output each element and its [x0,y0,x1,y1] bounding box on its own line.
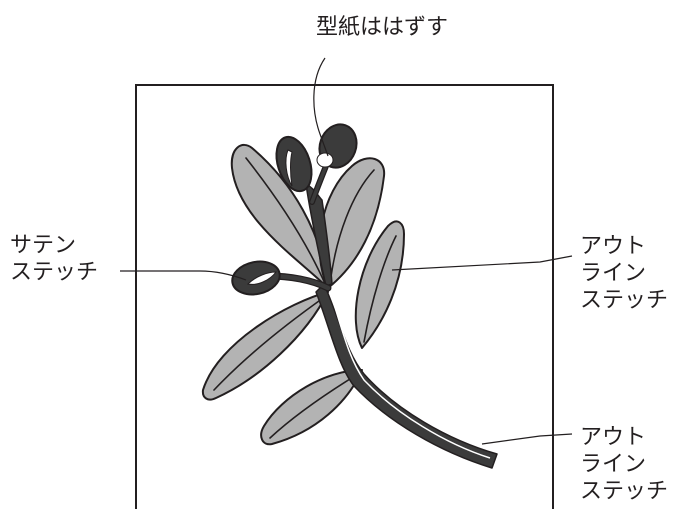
label-line: ライン [580,261,647,286]
leader-outline-lower [481,433,573,445]
label-line: アウト [580,234,647,259]
vein [329,169,375,285]
leaf-upper-left [230,143,329,289]
label-remove-paper: 型紙ははずす [316,15,449,40]
label-line: ライン [580,452,647,477]
berry-highlight [316,152,334,168]
leader-outline-upper [391,255,573,271]
main-stem [315,283,498,469]
vein [245,157,327,287]
stem-highlight [333,303,491,459]
leaf-lower-left [201,291,329,401]
leader-lines [120,57,573,445]
vein [213,295,327,391]
berry-stem-top-inner [310,164,328,204]
label-line: サテン [10,233,77,258]
leader-remove-paper [313,57,329,157]
berry-highlight [246,271,278,285]
leader-satin [120,270,247,281]
label-satin-stitch: サテン ステッチ [10,232,98,286]
leaf-veins [213,157,397,439]
leaves [201,143,405,446]
vein [363,235,397,343]
berry-highlight [285,149,293,187]
leaf-bottom [260,369,363,446]
berries [231,123,358,296]
label-line: ステッチ [580,288,669,313]
label-line: アウト [580,425,647,450]
label-outline-stitch-lower: アウト ライン ステッチ [580,424,668,505]
fabric-frame [135,84,554,509]
label-line: ステッチ [580,479,669,504]
label-outline-stitch-upper: アウト ライン ステッチ [580,233,668,314]
label-line: ステッチ [10,260,99,285]
berry-top-left [275,135,313,193]
leaf-right-small [354,220,405,349]
